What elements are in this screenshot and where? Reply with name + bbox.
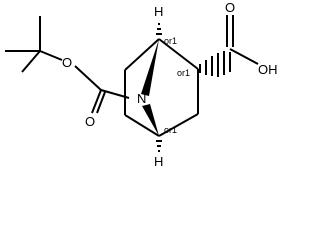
carboxylic-acid-group bbox=[199, 15, 259, 77]
atom-label-top-hydrogen: H bbox=[154, 4, 163, 19]
wedge-c4-nitrogen bbox=[142, 104, 159, 136]
bond-oxygen-carbonyl-carbon bbox=[74, 65, 102, 91]
bond-acid-hydroxyl bbox=[229, 48, 259, 65]
bond-c1-c6 bbox=[124, 38, 160, 71]
atom-label-bridge-nitrogen: N bbox=[137, 91, 146, 106]
atom-label-ester-oxygen: O bbox=[62, 55, 72, 70]
atom-label-carbonyl-oxygen: O bbox=[85, 114, 95, 129]
tert-butyl-group bbox=[5, 16, 63, 73]
hash-bond-c2-carboxyl bbox=[199, 51, 231, 77]
bond-methyl-lower bbox=[21, 50, 41, 73]
hash-bond-bottom-hydrogen bbox=[156, 140, 162, 152]
stereo-label-c2: or1 bbox=[177, 68, 190, 78]
bridgehead-hydrogens bbox=[156, 23, 162, 152]
hash-bond-top-hydrogen bbox=[156, 23, 162, 35]
stereo-label-c1: or1 bbox=[164, 36, 177, 46]
bond-c3-c4 bbox=[158, 113, 199, 137]
structure-canvas: O O N O OH H H or1 or1 or1 bbox=[5, 0, 278, 169]
bond-c5-c4 bbox=[124, 114, 160, 137]
wedge-c1-nitrogen bbox=[141, 39, 159, 96]
atom-label-hydroxyl: OH bbox=[258, 62, 278, 77]
molecule-drawing: O O N O OH H H or1 or1 or1 bbox=[5, 0, 278, 169]
atom-label-acid-carbonyl-oxygen: O bbox=[225, 0, 235, 15]
boc-carbamate bbox=[74, 65, 130, 114]
bond-carbonyl-double-b bbox=[96, 91, 106, 114]
azabicycloheptane-core bbox=[124, 38, 199, 137]
stereo-label-c4: or1 bbox=[164, 125, 177, 135]
bond-c1-c2 bbox=[158, 38, 199, 70]
bond-quaternary-oxygen bbox=[39, 50, 63, 61]
atom-label-bottom-hydrogen: H bbox=[154, 154, 163, 169]
bond-carbonyl-double-a bbox=[91, 89, 102, 114]
